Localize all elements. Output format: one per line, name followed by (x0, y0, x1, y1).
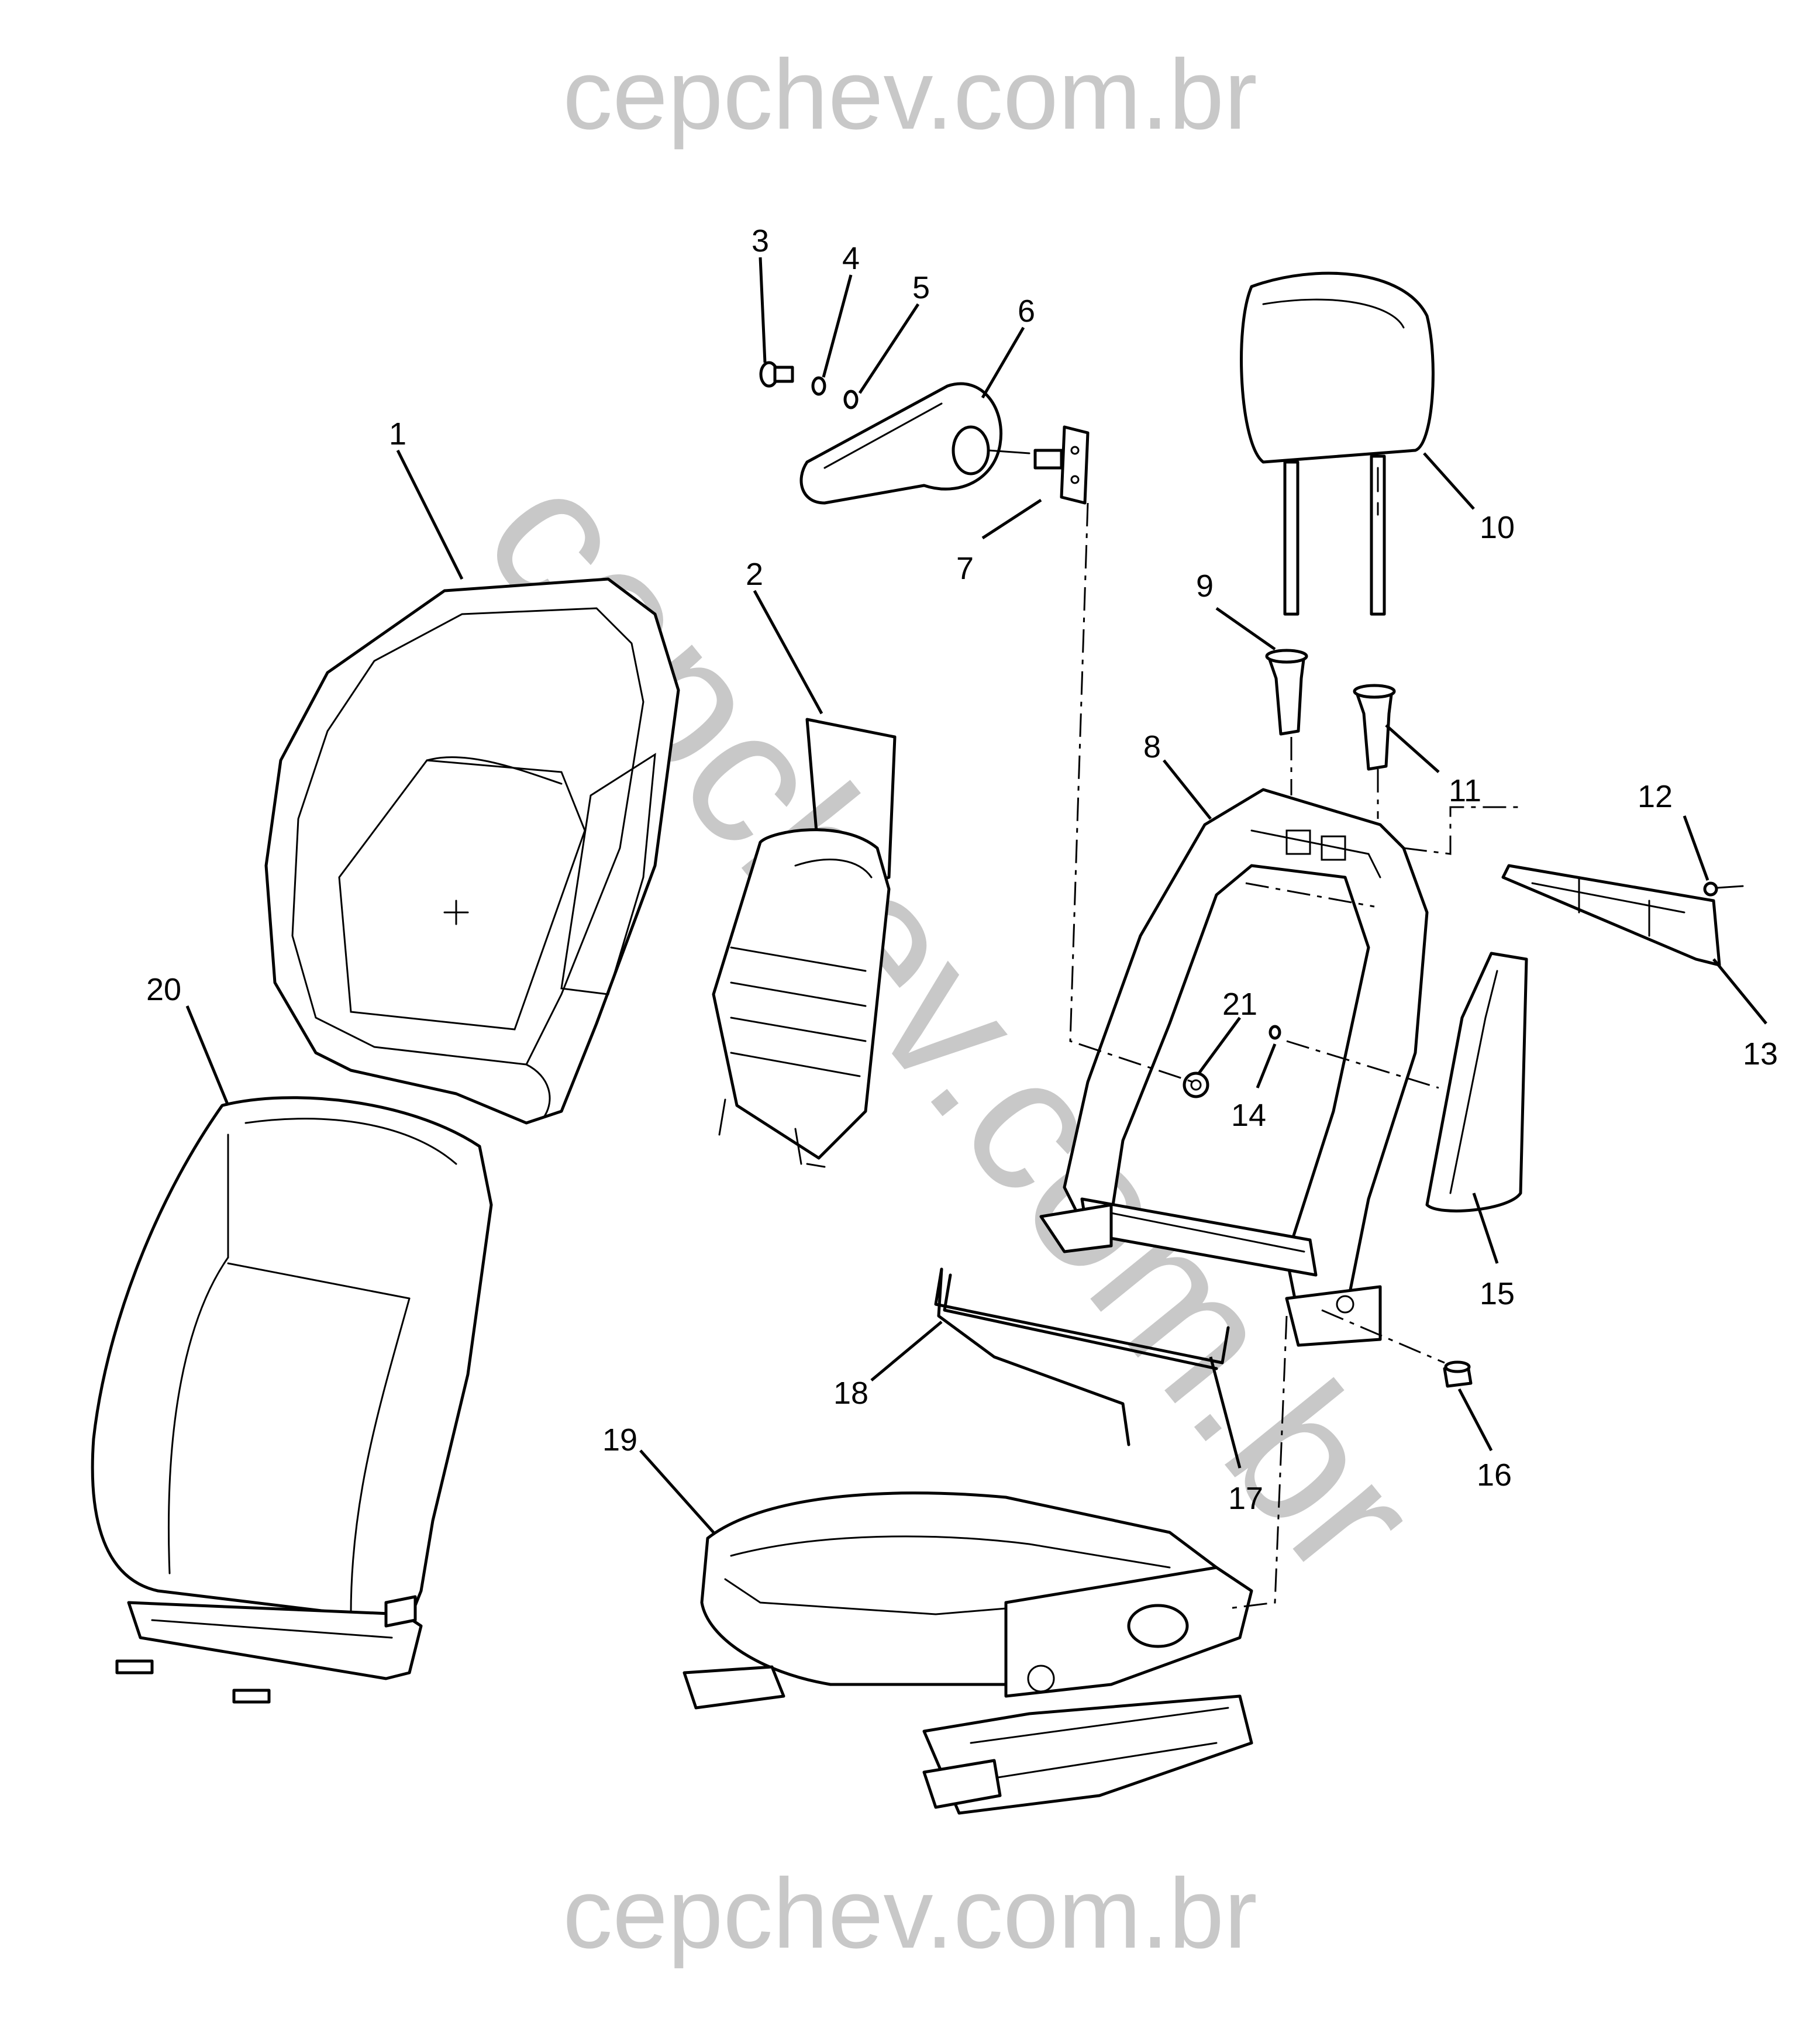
assembly-lines (1069, 502, 1521, 1610)
callout-10: 10 (1480, 510, 1515, 545)
bolt-and-washers (759, 361, 859, 409)
callout-4: 4 (842, 241, 860, 276)
seat-back-frame (1039, 788, 1429, 1347)
seat-cushion-with-adjuster (682, 1491, 1253, 1815)
callout-labels: 1 2 3 4 5 6 7 8 9 10 11 12 13 14 15 16 1… (146, 223, 1778, 1516)
side-panel (1425, 952, 1528, 1212)
recliner-bracket (1033, 425, 1090, 505)
screw (1703, 881, 1744, 897)
callout-18: 18 (833, 1376, 868, 1411)
callout-7: 7 (956, 551, 974, 586)
callout-9: 9 (1196, 569, 1214, 604)
callout-17: 17 (1228, 1481, 1263, 1516)
callout-1: 1 (389, 416, 406, 452)
lumbar-support (712, 718, 897, 1168)
callout-11: 11 (1449, 773, 1481, 808)
callout-14: 14 (1231, 1098, 1266, 1133)
support-rods (934, 1267, 1230, 1446)
callout-16: 16 (1477, 1458, 1512, 1493)
frame-bracket-plate (1501, 864, 1721, 967)
seat-back-pad (264, 577, 680, 1125)
seat-cover (91, 1096, 493, 1704)
callout-12: 12 (1638, 779, 1673, 814)
watermark-top: cepchev.com.br (563, 39, 1257, 150)
callout-8: 8 (1143, 729, 1161, 764)
callout-5: 5 (912, 270, 930, 305)
head-restraint-guides (1265, 649, 1396, 771)
clip (1269, 1025, 1281, 1040)
callout-3: 3 (752, 223, 769, 259)
recliner-bolt (1443, 1360, 1473, 1388)
callout-6: 6 (1018, 294, 1035, 329)
nut (1183, 1071, 1209, 1098)
watermark-bottom: cepchev.com.br (563, 1858, 1257, 1969)
callout-13: 13 (1743, 1036, 1778, 1071)
leader-lines (185, 257, 1767, 1534)
callout-21: 21 (1222, 987, 1257, 1022)
callout-2: 2 (746, 557, 763, 592)
head-restraint (1240, 271, 1435, 616)
recliner-handle (799, 382, 1030, 505)
callout-15: 15 (1480, 1276, 1515, 1311)
callout-19: 19 (602, 1422, 637, 1458)
callout-20: 20 (146, 972, 181, 1007)
